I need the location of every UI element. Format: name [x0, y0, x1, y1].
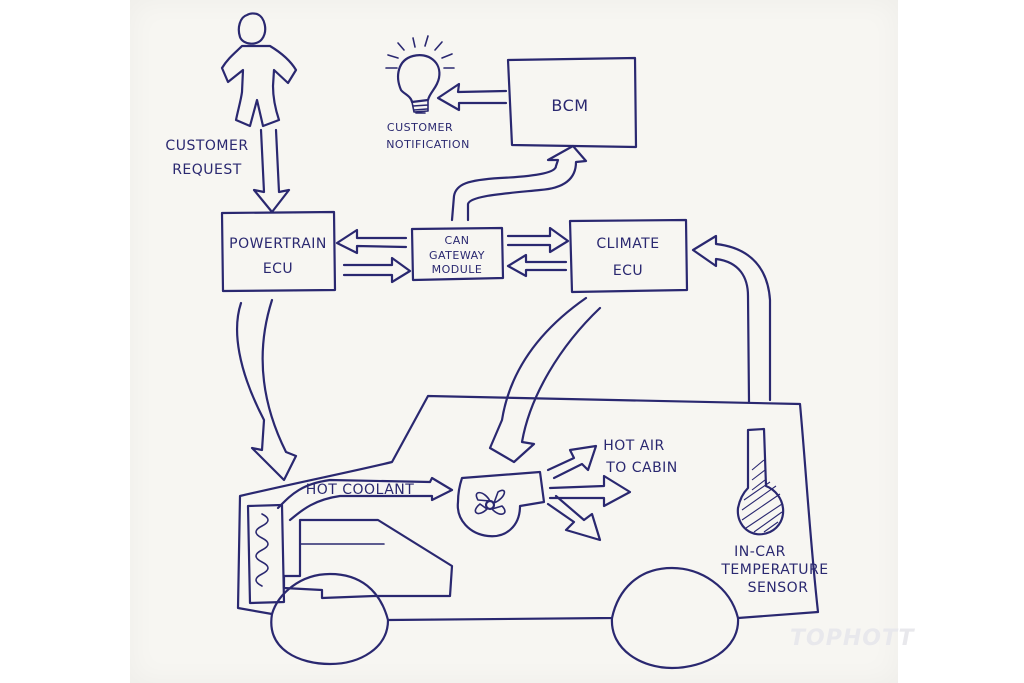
- powertrain-to-gateway-arrow: [342, 256, 412, 284]
- climate-ecu-label-1: CLIMATE: [596, 236, 659, 252]
- customer-request-label-2: REQUEST: [172, 162, 242, 178]
- powertrain-ecu-label-1: POWERTRAIN: [229, 236, 327, 252]
- customer-notification-label-2: NOTIFICATION: [386, 138, 470, 151]
- customer-figure-icon: [220, 12, 298, 128]
- hot-air-label-1: HOT AIR: [603, 438, 664, 454]
- watermark-logo: TOPHOTT: [790, 626, 915, 651]
- customer-request-arrow: [252, 128, 291, 214]
- hot-air-label-2: TO CABIN: [605, 460, 678, 476]
- gateway-to-bcm-arrow: [450, 144, 588, 222]
- bcm-box: [506, 56, 638, 149]
- climate-ecu-label-2: ECU: [613, 263, 643, 279]
- hot-coolant-pipe: [276, 476, 454, 522]
- temp-sensor-label-1: IN-CAR: [734, 544, 786, 560]
- climate-to-gateway-arrow: [506, 253, 568, 278]
- powertrain-to-heater-arrow: [236, 298, 298, 482]
- customer-request-label-1: CUSTOMER: [165, 138, 248, 154]
- hot-air-arrow-down: [546, 494, 602, 542]
- blower-fan-icon: [456, 470, 546, 538]
- gateway-to-climate-arrow: [506, 226, 570, 254]
- car-body: [236, 394, 820, 670]
- can-gateway-label-1: CAN: [445, 234, 470, 247]
- temp-sensor-label-2: TEMPERATURE: [720, 562, 828, 578]
- hot-coolant-label: HOT COOLANT: [306, 482, 415, 498]
- gateway-to-powertrain-arrow: [335, 228, 408, 255]
- powertrain-ecu-label-2: ECU: [263, 261, 293, 277]
- hot-air-arrow-mid: [548, 474, 632, 508]
- can-gateway-label-3: MODULE: [432, 263, 483, 276]
- can-gateway-box: [410, 226, 505, 282]
- temp-sensor-label-3: SENSOR: [748, 580, 809, 596]
- customer-notification-label-1: CUSTOMER: [387, 121, 453, 134]
- bcm-to-bulb-arrow: [436, 82, 508, 112]
- light-bulb-icon: [385, 35, 455, 114]
- hot-air-arrow-up: [546, 444, 598, 480]
- thermometer-icon: [736, 427, 785, 536]
- climate-to-blower-arrow: [488, 296, 602, 464]
- radiator: [246, 503, 286, 605]
- bcm-label: BCM: [551, 96, 588, 115]
- engine-block: [282, 518, 454, 600]
- can-gateway-label-2: GATEWAY: [429, 249, 485, 262]
- powertrain-ecu-box: [220, 210, 337, 293]
- climate-ecu-box: [568, 218, 689, 294]
- sensor-to-climate-arrow: [691, 234, 772, 404]
